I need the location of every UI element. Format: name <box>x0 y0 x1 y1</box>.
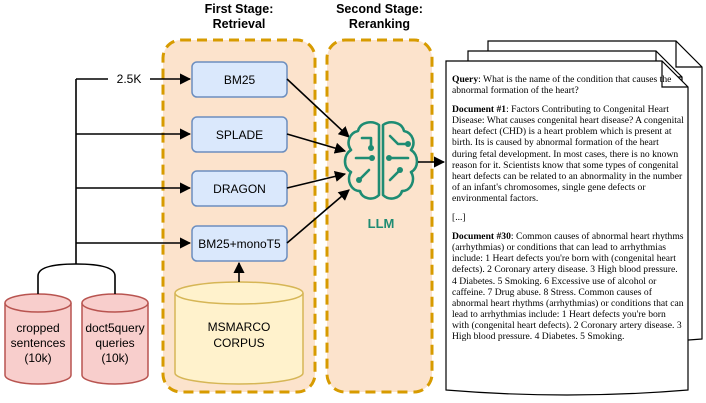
doc30-label: Document #30 <box>452 231 511 243</box>
query-set-label-line2: queries <box>95 336 134 350</box>
corpus-label-line2: CORPUS <box>213 336 264 350</box>
document-page-front <box>445 60 689 396</box>
query-set-label-line3: (10k) <box>101 351 128 365</box>
second-stage-title: Second Stage: Reranking <box>327 2 432 32</box>
edge-label-2-5k: 2.5K <box>117 72 142 86</box>
second-stage-container <box>325 38 434 394</box>
circuit-node <box>386 155 392 161</box>
circuit-node <box>356 177 362 183</box>
doc1-text: : Factors Contributing to Congenital Hea… <box>452 104 684 204</box>
brain-circuit-icon <box>343 121 419 200</box>
document-content: Query: What is the name of the condition… <box>452 74 684 350</box>
retriever-label: BM25+monoT5 <box>198 237 281 251</box>
circuit-node <box>405 141 411 147</box>
retriever-label: SPLADE <box>216 128 263 142</box>
first-stage-title-line1: First Stage: <box>204 2 274 16</box>
llm-label: LLM <box>368 216 395 231</box>
input-connectors <box>37 73 192 294</box>
retriever-label: DRAGON <box>213 182 266 196</box>
query-paragraph: Query: What is the name of the condition… <box>452 74 684 96</box>
query-set-doct5query: doct5query queries (10k) <box>81 293 149 385</box>
query-set-cropped-sentences: cropped sentences (10k) <box>4 293 72 385</box>
doc30-paragraph: Document #30: Common causes of abnormal … <box>452 231 684 342</box>
retriever-label: BM25 <box>224 73 256 87</box>
ellipsis-paragraph: [...] <box>452 212 466 224</box>
query-label: Query <box>452 74 479 85</box>
second-stage-title-line1: Second Stage: <box>336 2 423 16</box>
query-set-label-line1: doct5query <box>85 321 144 335</box>
doc1-paragraph: Document #1: Factors Contributing to Con… <box>452 104 684 204</box>
msmarco-corpus: MSMARCO CORPUS <box>174 281 304 385</box>
retriever-to-llm-edges <box>286 78 350 244</box>
circuit-node <box>368 145 374 151</box>
second-stage-title-line2: Reranking <box>348 17 411 31</box>
doc30-text: : Common causes of abnormal heart rhythm… <box>452 231 684 342</box>
first-stage-title-line2: Retrieval <box>212 17 266 31</box>
retriever-splade: SPLADE <box>191 116 288 153</box>
query-set-label-line2: sentences <box>11 336 66 350</box>
query-set-label-line1: cropped <box>16 321 59 335</box>
retriever-bm25-monot5: BM25+monoT5 <box>191 225 288 262</box>
corpus-label-line1: MSMARCO <box>208 320 271 334</box>
circuit-node <box>397 167 403 173</box>
retriever-bm25: BM25 <box>191 61 288 98</box>
doc1-label: Document #1 <box>452 104 507 116</box>
retriever-dragon: DRAGON <box>191 170 288 207</box>
query-set-label-line3: (10k) <box>24 351 51 365</box>
circuit-node <box>369 155 375 161</box>
document-stack <box>445 40 703 396</box>
first-stage-title: First Stage: Retrieval <box>193 2 285 32</box>
query-text: : What is the name of the condition that… <box>452 74 672 97</box>
